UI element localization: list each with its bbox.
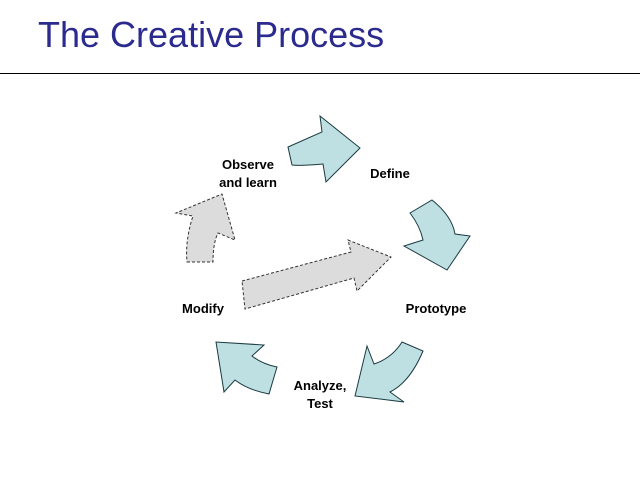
stage-label-analyze-line2: Test <box>307 396 333 411</box>
arrow-observe-to-define <box>287 114 361 184</box>
stage-label-modify: Modify <box>182 301 224 316</box>
arrow-central-modify-to-define <box>241 239 392 310</box>
stage-label-observe-line1: Observe <box>221 157 275 172</box>
stage-label-analyze: Analyze, Test <box>282 377 358 413</box>
title-divider <box>0 73 640 74</box>
stage-label-prototype: Prototype <box>405 301 467 316</box>
arrow-modify-to-observe <box>174 193 236 263</box>
slide-title: The Creative Process <box>38 14 385 55</box>
arrow-analyze-to-modify <box>215 341 278 395</box>
stage-label-observe-line2: and learn <box>219 175 277 190</box>
stage-label-observe: Observe and learn <box>204 156 292 192</box>
arrow-define-to-prototype <box>402 199 471 271</box>
arrow-prototype-to-analyze <box>354 341 424 403</box>
stage-label-analyze-line1: Analyze, <box>293 378 347 393</box>
stage-label-define: Define <box>370 166 410 181</box>
